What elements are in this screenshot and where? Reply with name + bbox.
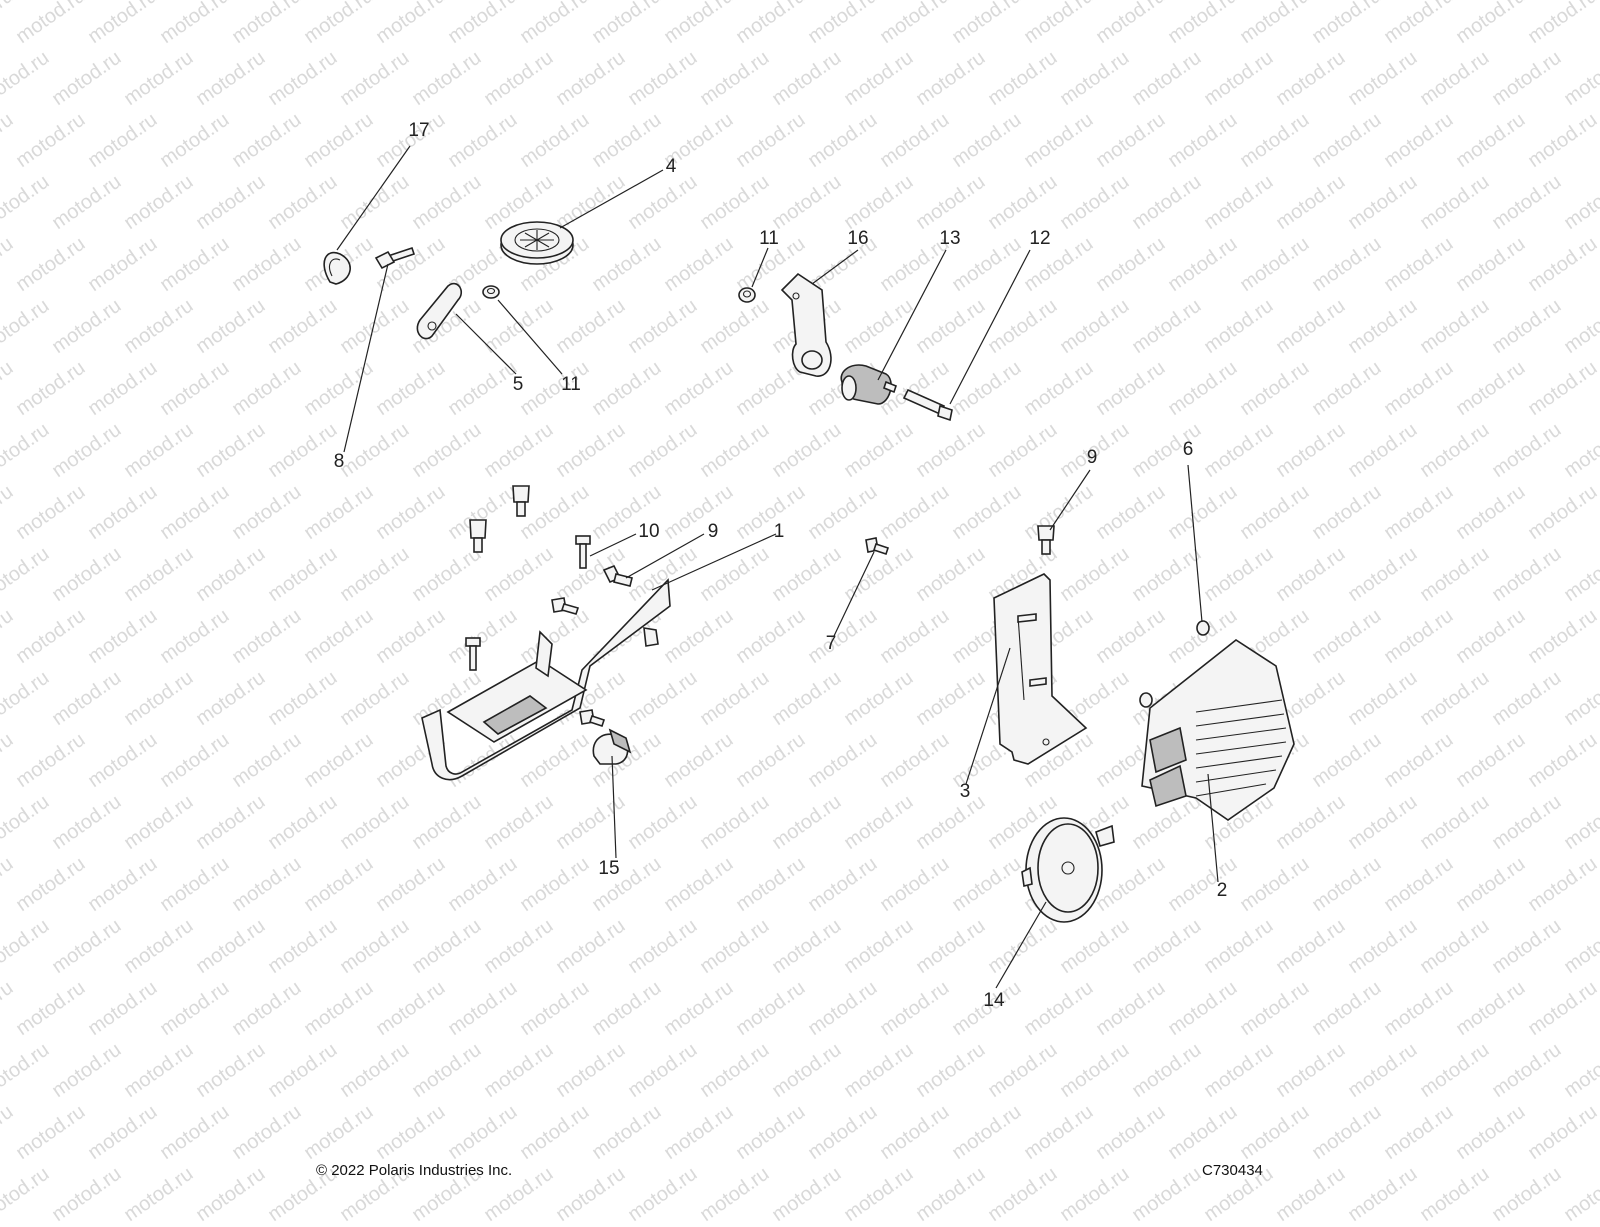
figure-id: C730434 (1202, 1162, 1263, 1179)
callout-5: 5 (512, 374, 524, 395)
part-1-main-bracket (421, 578, 671, 781)
part-5-clamp (416, 282, 463, 340)
part-11-nut-left (482, 285, 500, 299)
callout-1: 1 (773, 521, 785, 542)
callout-6: 6 (1182, 439, 1194, 460)
bolt-group-upper (469, 485, 530, 553)
callout-11-upper: 11 (759, 228, 779, 249)
part-13-sensor (840, 364, 897, 405)
part-10-bolt (575, 535, 591, 569)
part-15-hose-clamp (592, 728, 632, 765)
callout-12: 12 (1029, 228, 1051, 249)
bolt-group-lower (465, 597, 606, 728)
part-11-nut-right (738, 287, 756, 303)
part-16-bracket (780, 272, 832, 377)
part-9-bolt-right (1037, 525, 1055, 555)
part-3-plate-bracket (993, 573, 1088, 765)
callout-14: 14 (983, 990, 1005, 1011)
callout-9-right: 9 (1086, 447, 1098, 468)
part-12-bolt (902, 388, 953, 422)
callout-4: 4 (665, 156, 677, 177)
callout-16: 16 (847, 228, 869, 249)
part-2-regulator (1139, 639, 1295, 821)
copyright-text: © 2022 Polaris Industries Inc. (316, 1162, 513, 1179)
callout-3: 3 (959, 781, 971, 802)
part-9-bolt-left (602, 564, 633, 587)
part-14-horn (1021, 817, 1115, 923)
callout-13: 13 (939, 228, 961, 249)
callout-7: 7 (825, 633, 837, 654)
leader-lines (336, 145, 1219, 989)
callout-11-lower: 11 (561, 374, 581, 395)
callout-9-left: 9 (707, 521, 719, 542)
part-6-nut (1196, 620, 1210, 636)
callout-8: 8 (333, 451, 345, 472)
part-4-grommet (500, 221, 574, 265)
parts-diagram (323, 145, 1295, 989)
callout-2: 2 (1216, 880, 1228, 901)
callout-10: 10 (638, 521, 660, 542)
callout-17: 17 (408, 120, 430, 141)
part-8-bolt (374, 246, 416, 270)
part-7-bolt (865, 537, 890, 556)
callout-15: 15 (598, 858, 620, 879)
part-17-cable-tie (323, 251, 351, 285)
